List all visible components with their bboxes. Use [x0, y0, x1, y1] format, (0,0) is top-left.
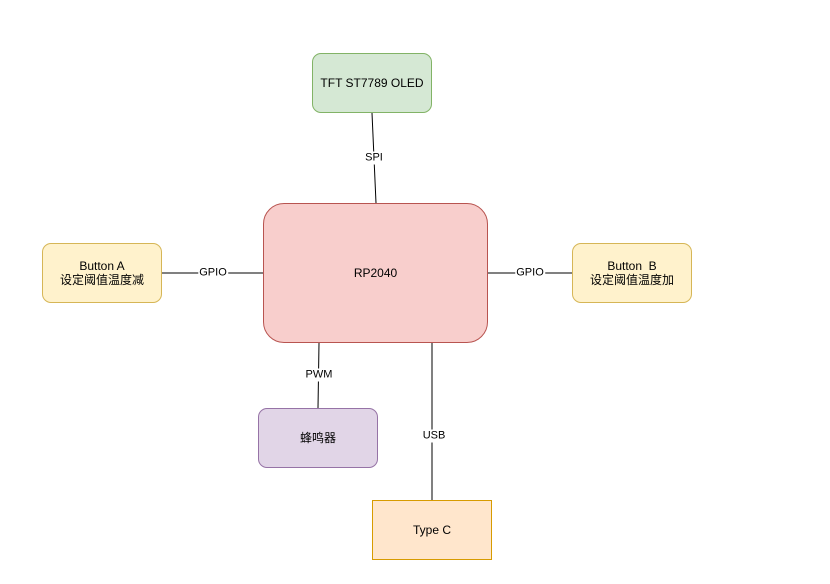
node-button-b-desc: 设定阈值温度加	[589, 273, 674, 287]
edge-gpio-b-label: GPIO	[515, 266, 545, 280]
node-type-c-label: Type C	[412, 523, 451, 537]
node-tft-oled: TFT ST7789 OLED	[312, 53, 432, 113]
node-buzzer-label: 蜂鸣器	[299, 431, 336, 445]
node-type-c: Type C	[372, 500, 492, 560]
edge-spi-label: SPI	[364, 151, 384, 165]
node-rp2040: RP2040	[263, 203, 488, 343]
node-button-a-title: Button A	[79, 259, 125, 273]
node-rp2040-label: RP2040	[353, 266, 398, 280]
node-button-b: Button B 设定阈值温度加	[572, 243, 692, 303]
edge-usb-label: USB	[421, 429, 447, 443]
node-tft-oled-label: TFT ST7789 OLED	[320, 76, 424, 90]
node-buzzer: 蜂鸣器	[258, 408, 378, 468]
node-button-b-title: Button B	[607, 259, 657, 273]
edge-pwm-label: PWM	[304, 368, 334, 382]
node-button-a-desc: 设定阈值温度减	[59, 273, 144, 287]
edge-gpio-a-label: GPIO	[198, 266, 228, 280]
node-button-a: Button A 设定阈值温度减	[42, 243, 162, 303]
